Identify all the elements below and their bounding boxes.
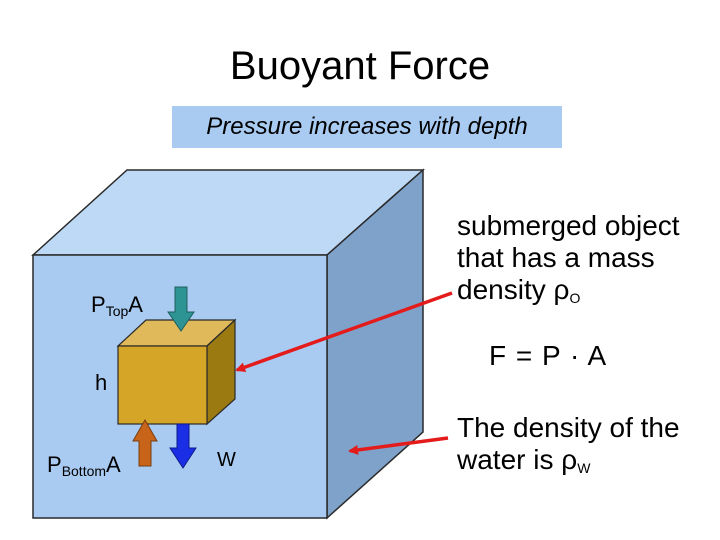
- bottom-pressure-arrow: [132, 418, 158, 467]
- object-pointer-arrow: [235, 291, 453, 373]
- object-front-face: [117, 345, 208, 425]
- page-title: Buoyant Force: [229, 44, 491, 88]
- pressure-formula: F = P · A: [489, 340, 608, 371]
- object-description: submerged object that has a mass density…: [457, 210, 680, 306]
- water-pointer-arrow: [348, 436, 449, 455]
- bottom-pressure-label: PBottomA: [47, 452, 121, 479]
- top-pressure-arrow: [167, 286, 195, 332]
- top-pressure-label: PTopA: [91, 292, 143, 319]
- weight-arrow: [169, 423, 197, 469]
- subtitle-banner: Pressure increases with depth: [172, 106, 562, 148]
- depth-label: h: [95, 370, 108, 395]
- weight-label: W: [217, 449, 236, 471]
- water-density-note: The density of the water is ρW: [457, 412, 680, 476]
